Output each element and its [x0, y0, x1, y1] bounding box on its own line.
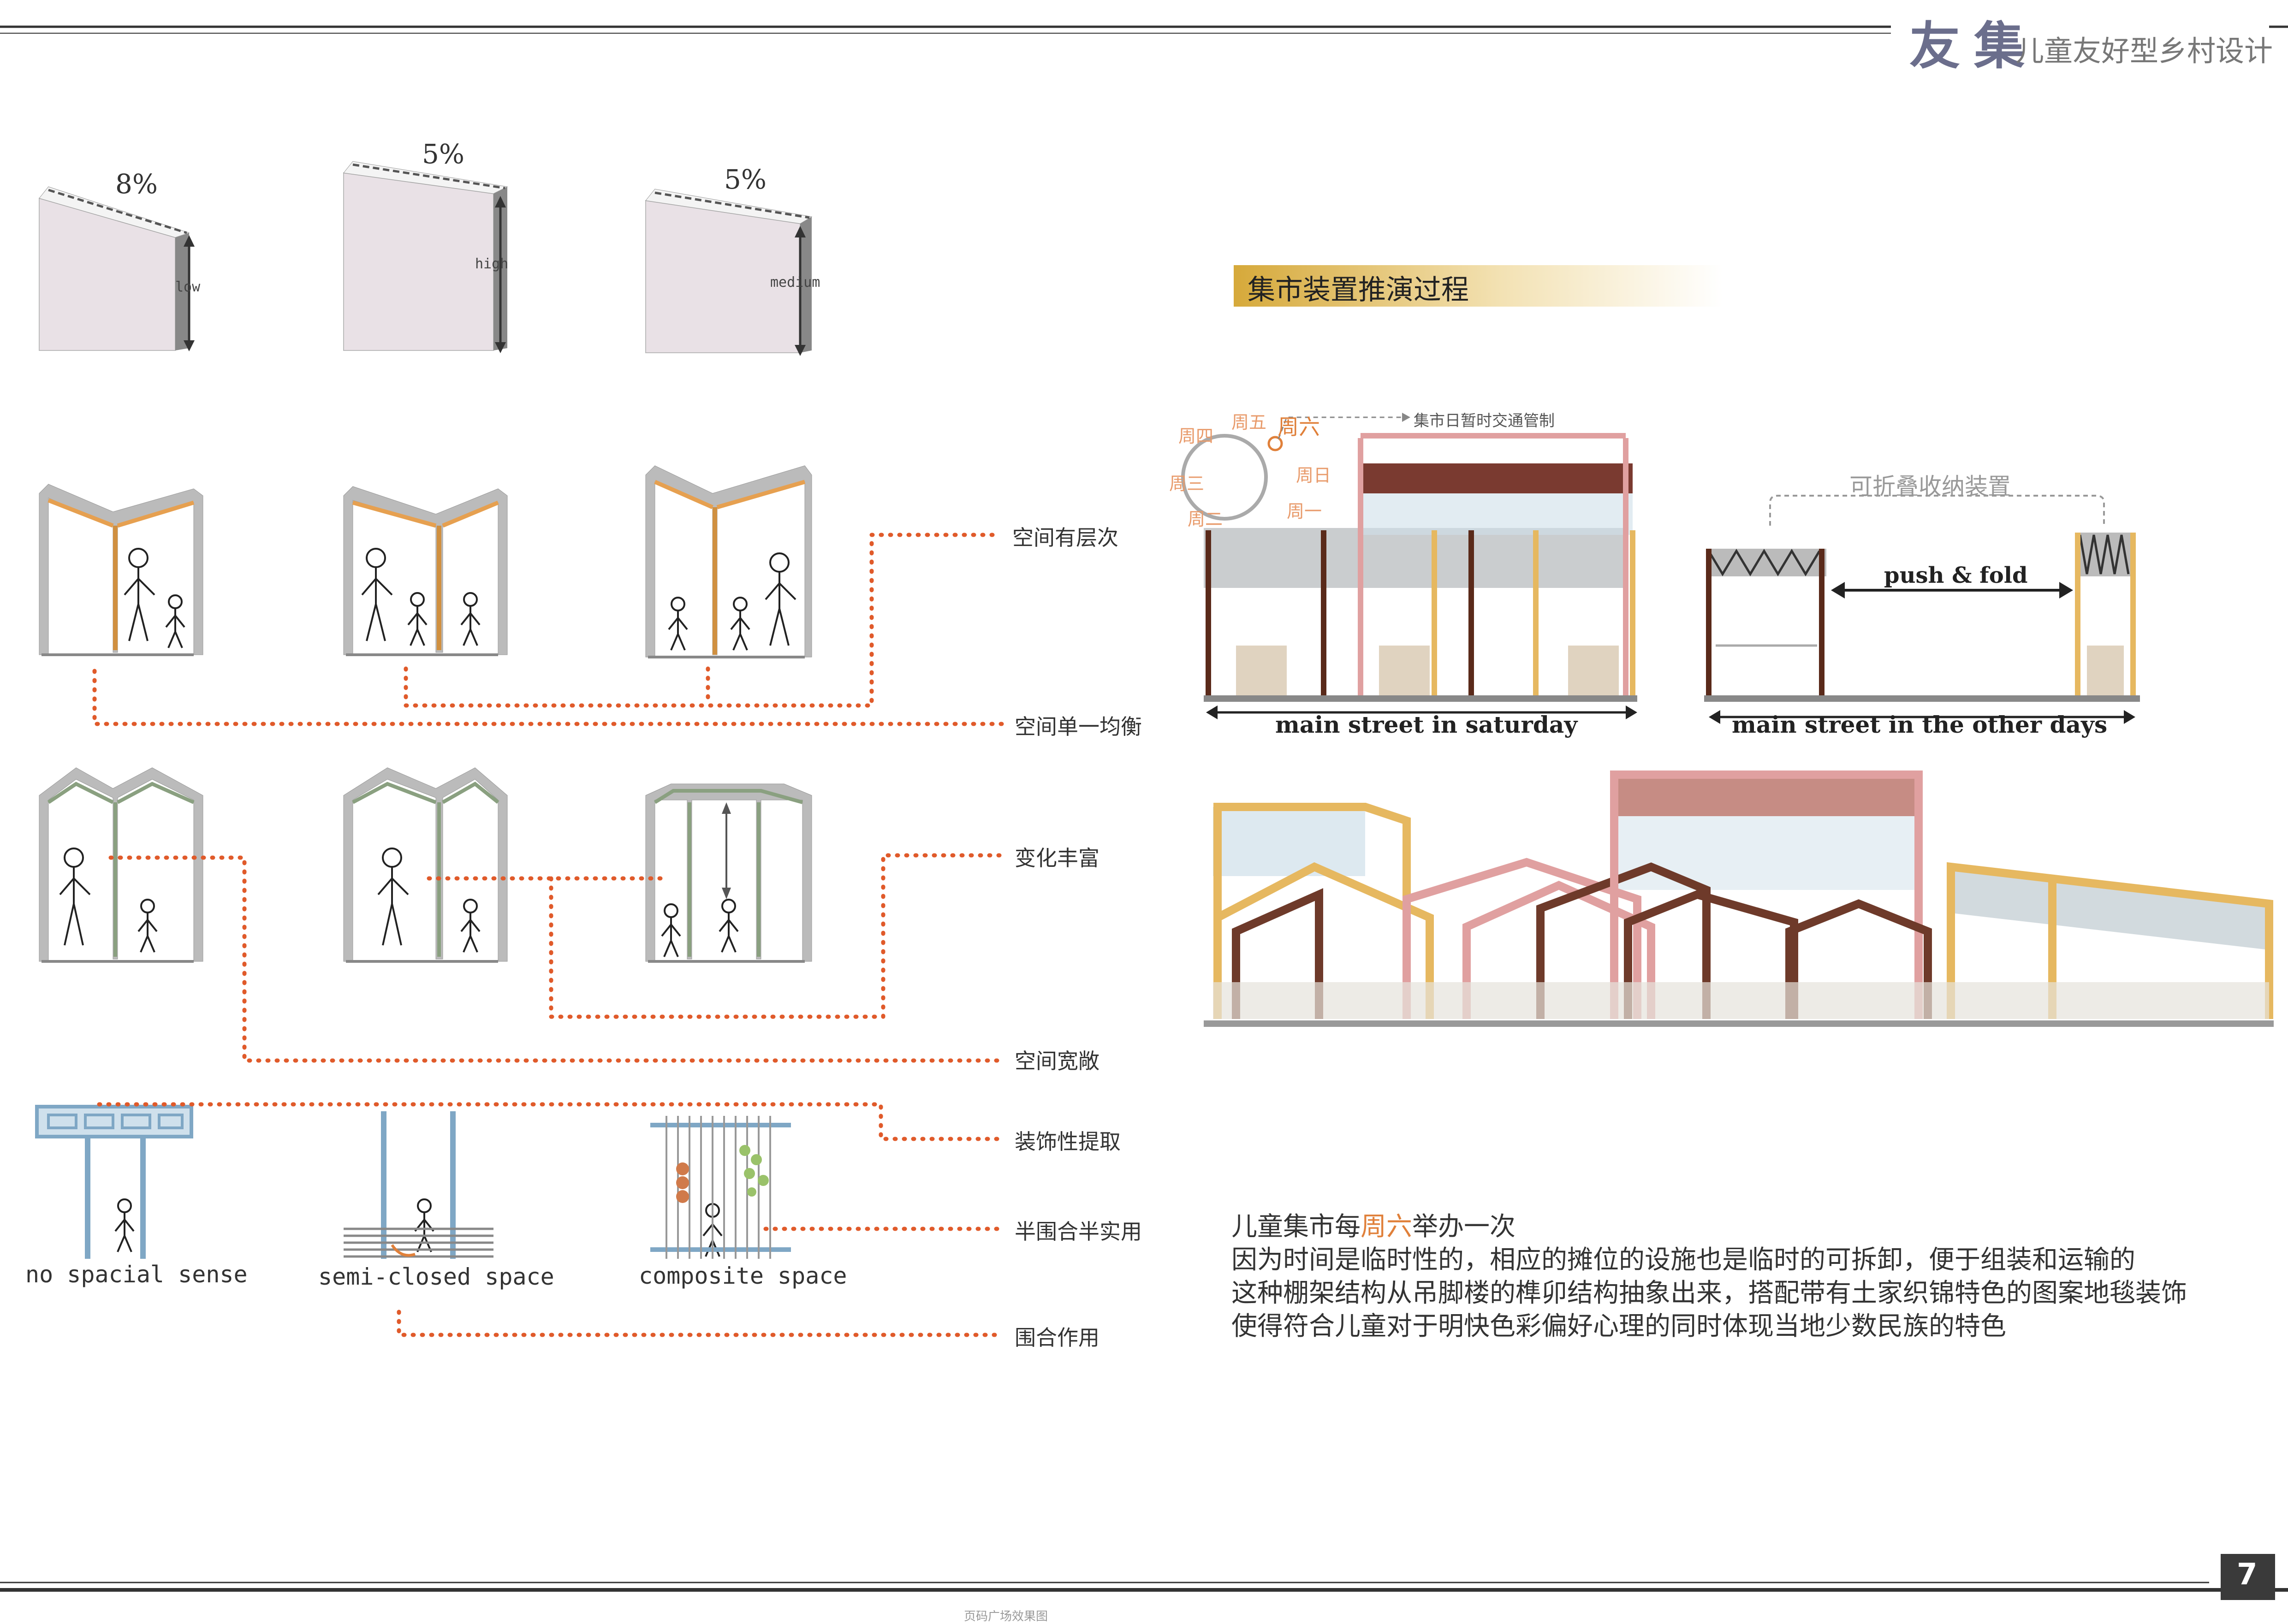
label-single-space: 空间单一均衡 — [1015, 714, 1142, 739]
frame-row2-1 — [39, 484, 203, 656]
street-otherdays-caption: main street in the other days — [1732, 711, 2108, 738]
frame-row2-3 — [645, 465, 812, 658]
day-tue: 周二 — [1188, 509, 1223, 529]
label-decor-extract: 装饰性提取 — [1015, 1129, 1121, 1154]
frame-row3-3 — [645, 783, 812, 963]
slope-block-3 — [645, 189, 813, 356]
slope-3-height: medium — [770, 274, 820, 290]
slope-3-percent: 5% — [724, 164, 767, 195]
brand-title: 友集 — [1909, 16, 2038, 76]
label-enclosure: 围合作用 — [1015, 1325, 1099, 1350]
day-sat: 周六 — [1278, 415, 1320, 439]
slope-1-height: low — [175, 279, 201, 295]
slope-block-2 — [343, 161, 508, 353]
space-composite-diagram — [650, 1116, 791, 1259]
page-number-box — [2221, 1554, 2275, 1600]
street-saturday-caption: main street in saturday — [1275, 711, 1578, 738]
push-fold-label: push & fold — [1884, 563, 2028, 588]
description-line-4: 使得符合儿童对于明快色彩偏好心理的同时体现当地少数民族的特色 — [1231, 1311, 2006, 1341]
slope-block-1 — [39, 186, 195, 351]
market-perspective-render — [1204, 771, 2274, 1027]
frame-row3-2 — [343, 767, 508, 963]
section-title: 集市装置推演过程 — [1248, 274, 1469, 306]
label-open-space: 空间宽敞 — [1015, 1049, 1099, 1073]
day-mon: 周一 — [1287, 501, 1322, 522]
week-circle — [1181, 413, 1410, 521]
frame-row3-1 — [39, 767, 203, 963]
description-text: 儿童集市每周六举办一次 因为时间是临时性的，相应的摊位的设施也是临时的可拆卸，便… — [1231, 1210, 2187, 1343]
space-none-diagram — [35, 1105, 193, 1259]
section-title-bar — [1234, 265, 1723, 307]
slope-2-height: high — [475, 256, 509, 272]
day-wed: 周三 — [1169, 474, 1205, 494]
slope-2-percent: 5% — [422, 138, 465, 170]
slope-1-percent: 8% — [115, 168, 158, 200]
day-fri: 周五 — [1231, 412, 1267, 433]
foldable-device-label: 可折叠收纳装置 — [1849, 473, 2011, 500]
frame-row2-2 — [343, 486, 508, 656]
dotted-connectors — [92, 533, 1005, 1337]
otherdays-street-structure — [1704, 495, 2140, 724]
saturday-street-structure — [1204, 433, 1637, 719]
description-line-2: 因为时间是临时性的，相应的摊位的设施也是临时的可拆卸，便于组装和运输的 — [1231, 1245, 2135, 1275]
description-line-1: 儿童集市每周六举办一次 — [1231, 1212, 1515, 1242]
space-semi-diagram — [344, 1111, 493, 1259]
caption-semi-closed: semi-closed space — [318, 1263, 554, 1290]
day-sun: 周日 — [1296, 465, 1331, 486]
figures — [59, 548, 796, 1257]
caption-no-spacial-sense: no spacial sense — [25, 1261, 248, 1288]
page-number: 7 — [2237, 1558, 2258, 1592]
label-layered-space: 空间有层次 — [1012, 525, 1118, 550]
description-line-3: 这种棚架结构从吊脚楼的榫卯结构抽象出来，搭配带有土家织锦特色的图案地毯装饰 — [1231, 1278, 2187, 1308]
header-subtitle: 儿童友好型乡村设计 — [2015, 34, 2273, 68]
label-semi-enclosed: 半围合半实用 — [1015, 1219, 1142, 1244]
footer-caption: 页码广场效果图 — [964, 1610, 1048, 1624]
label-varied-space: 变化丰富 — [1015, 846, 1099, 871]
caption-composite: composite space — [639, 1262, 847, 1289]
day-thu: 周四 — [1178, 426, 1214, 446]
market-day-traffic-note: 集市日暂时交通管制 — [1414, 412, 1555, 430]
